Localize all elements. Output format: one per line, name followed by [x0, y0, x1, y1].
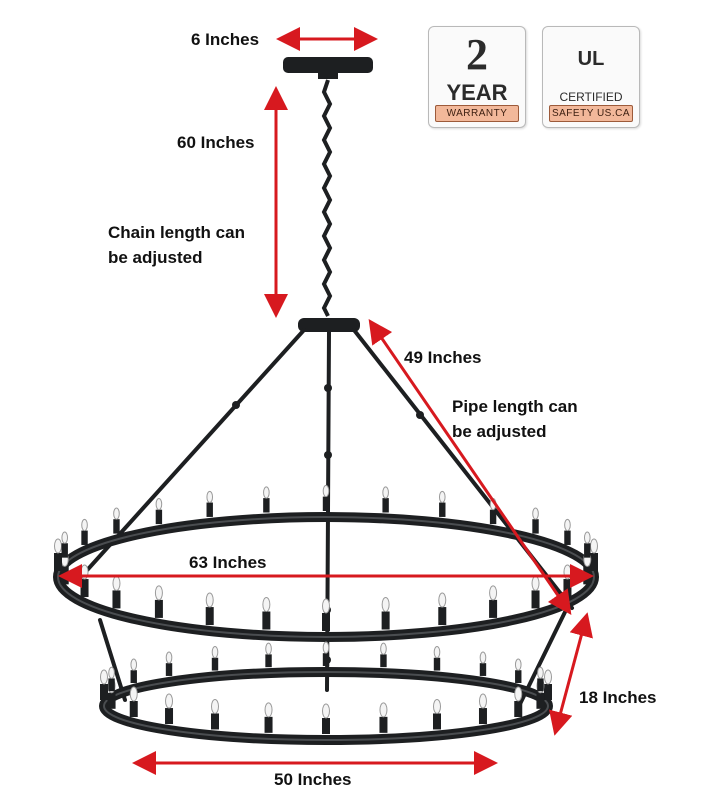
candle-socket: [206, 490, 214, 517]
chain-note: Chain length can be adjusted: [108, 220, 245, 270]
candle-socket: [514, 686, 523, 717]
lower-diameter-label: 50 Inches: [274, 770, 352, 789]
candle-socket: [108, 666, 115, 692]
candle-socket: [61, 531, 69, 558]
center-hub: [298, 318, 360, 332]
pipe-length-label: 49 Inches: [404, 348, 482, 367]
candle-socket: [322, 703, 330, 734]
candle-socket: [154, 585, 163, 618]
ul-certified-badge: UL CERTIFIED SAFETY US.CA: [542, 26, 640, 128]
candle-socket: [583, 531, 591, 558]
candle-socket: [205, 592, 214, 626]
candle-socket: [433, 698, 441, 730]
chain-length-label: 60 Inches: [177, 133, 255, 152]
candle-socket: [80, 564, 89, 598]
candle-socket: [130, 658, 138, 683]
candle-socket: [532, 507, 539, 534]
candle-socket: [590, 538, 598, 571]
candle-socket: [155, 497, 163, 525]
candle-socket: [263, 486, 270, 513]
ul-strip: SAFETY US.CA: [549, 105, 633, 122]
candle-socket: [100, 669, 108, 700]
candle-socket: [381, 596, 390, 630]
ul-logo-text: UL: [577, 48, 605, 70]
candle-socket: [479, 651, 487, 676]
candle-socket: [438, 592, 447, 626]
warranty-strip: WARRANTY: [435, 105, 519, 122]
upper-diameter-label: 63 Inches: [189, 553, 267, 572]
candle-socket: [322, 598, 330, 631]
candle-socket: [531, 575, 540, 609]
candle-socket: [537, 666, 544, 692]
candle-socket: [489, 585, 498, 618]
candle-socket: [265, 642, 272, 668]
candle-socket: [322, 484, 330, 511]
candle-socket: [54, 538, 62, 571]
candle-socket: [563, 564, 572, 598]
candle-socket: [433, 646, 441, 671]
pipe-note: Pipe length can be adjusted: [452, 394, 578, 444]
chandelier-fixture: [53, 57, 599, 745]
dimension-arrows: [58, 27, 594, 775]
candle-socket: [211, 698, 219, 730]
candle-socket: [165, 651, 173, 676]
tier-gap-label: 18 Inches: [579, 688, 657, 707]
candle-socket: [112, 575, 121, 609]
candle-socket: [211, 646, 219, 671]
ul-certified-word: CERTIFIED: [559, 90, 623, 104]
pipe-length-arrow: [368, 319, 572, 615]
ceiling-canopy: [283, 57, 373, 79]
warranty-badge: 2 YEAR WARRANTY: [428, 26, 526, 128]
warranty-year: YEAR: [446, 80, 508, 105]
candle-socket: [382, 486, 389, 513]
candle-socket: [379, 702, 388, 733]
pipe-note-line2: be adjusted: [452, 422, 547, 441]
candle-socket: [129, 686, 138, 717]
candle-socket: [264, 702, 273, 733]
candle-socket: [478, 693, 487, 725]
chain-note-line2: be adjusted: [108, 248, 203, 267]
pipe-note-line1: Pipe length can: [452, 397, 578, 416]
lower-ring: [99, 667, 553, 745]
chain-note-line1: Chain length can: [108, 223, 245, 242]
candle-socket: [322, 641, 330, 666]
candle-socket: [514, 658, 522, 683]
candle-socket: [544, 669, 552, 700]
candle-socket: [380, 642, 387, 668]
candle-socket: [113, 507, 120, 534]
canopy-width-label: 6 Inches: [191, 30, 260, 49]
candle-socket: [81, 518, 88, 545]
hanging-chain: [321, 79, 333, 317]
candle-socket: [564, 518, 571, 545]
candle-socket: [262, 596, 271, 630]
tier-gap-arrow: [549, 612, 593, 736]
candle-socket: [438, 490, 446, 517]
warranty-number: 2: [466, 30, 488, 79]
candle-socket: [165, 693, 174, 725]
